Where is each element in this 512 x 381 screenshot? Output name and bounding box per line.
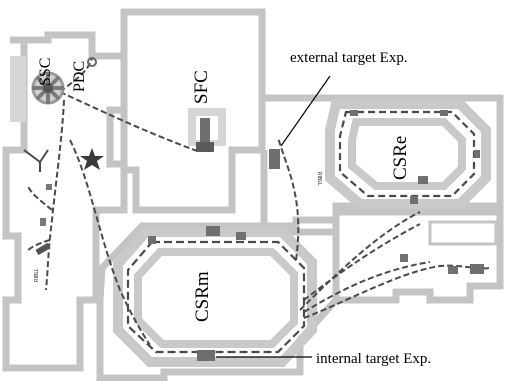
ssc-cyclotron [31, 71, 65, 105]
external-target-pointer [280, 75, 331, 147]
injector-hall-wall [2, 31, 128, 372]
ribll2-label: RIBLL [316, 172, 322, 186]
beamline-ribll [69, 139, 151, 346]
sfc-hall-wall [120, 8, 266, 214]
right-lower-room [428, 220, 498, 246]
star-target-station [80, 148, 104, 170]
internal-target-label: internal target Exp. [316, 351, 431, 367]
pdc-label: PDC [71, 61, 88, 92]
sfc-cyclotron [196, 118, 214, 152]
shielding-blocks [10, 56, 498, 246]
csre-beamline [338, 110, 476, 198]
pdc-device [87, 57, 97, 67]
internal-target-box [197, 350, 215, 361]
beamlines [25, 57, 491, 346]
beamline-main-down [45, 99, 65, 291]
csre-inner-wall [348, 118, 466, 190]
csre-ring [325, 99, 491, 209]
ring-magnets [148, 110, 484, 274]
csre-outer-wall [325, 99, 491, 209]
csrm-label: CSRm [192, 271, 213, 322]
ssc-label: SSC [37, 58, 54, 86]
beamline-ssc-to-sfc [59, 91, 201, 153]
beamline-csrm-right-2 [303, 261, 431, 313]
beamline-csrm-right-4 [299, 211, 421, 311]
left-detectors [35, 184, 52, 256]
injector-block [10, 56, 26, 122]
sfc-magnet [200, 118, 210, 150]
csrm-ring [113, 227, 317, 367]
external-target-box [269, 149, 280, 169]
sfc-label: SFC [191, 70, 212, 104]
beamline-left-branch [27, 185, 53, 211]
csrm-beamline [126, 240, 306, 354]
csre-label: CSRe [390, 136, 411, 180]
experiment-hall-wall [332, 208, 504, 304]
beamline-csrm-to-csre [277, 137, 300, 261]
csrm-inner-wall [134, 248, 298, 348]
beamline-csrm-right-3 [303, 264, 491, 319]
beamline-csrm-right [303, 223, 421, 301]
fork-beamline [23, 149, 49, 172]
ribll-label: RIBLL [34, 268, 40, 282]
external-target-label: external target Exp. [290, 50, 408, 66]
beamline-left-low [25, 239, 51, 253]
